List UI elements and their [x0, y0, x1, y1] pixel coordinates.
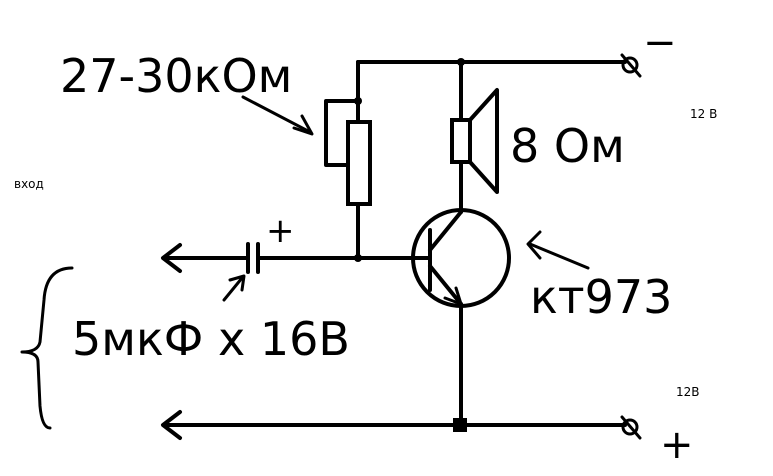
capacitor-pointer-line	[222, 276, 244, 302]
transistor-pointer-line	[528, 242, 590, 270]
plus-sign: +	[660, 422, 694, 468]
base-junction-node	[354, 254, 362, 262]
supply-top-label: 12 В	[690, 107, 717, 121]
bottom-input-arrow	[161, 410, 182, 440]
minus-sign: −	[643, 20, 677, 66]
top-input-arrow	[161, 243, 182, 273]
speaker-cone	[468, 88, 499, 194]
speaker-coil	[450, 118, 472, 164]
transistor-label: кт973	[530, 270, 672, 324]
transistor-collector-lead	[428, 210, 463, 252]
input-label: вход	[14, 177, 44, 191]
input-brace	[20, 266, 74, 430]
speaker-value-label: 8 Ом	[510, 119, 625, 173]
plus-terminal-slash	[620, 415, 642, 440]
supply-bottom-label: 12В	[676, 385, 700, 399]
capacitor-pointer-head	[228, 274, 246, 292]
resistor-value-label: 27-30кОм	[60, 49, 292, 103]
transistor-pointer-head	[526, 230, 542, 260]
capacitor-value-label: 5мкФ х 16В	[72, 312, 350, 366]
minus-terminal-slash	[620, 53, 642, 78]
resistor-pointer-head	[292, 114, 314, 136]
resistor-body	[346, 120, 372, 206]
minus-terminal	[621, 56, 639, 74]
plus-terminal	[621, 418, 639, 436]
resistor-pointer-line	[241, 95, 312, 134]
top-junction-node	[457, 58, 465, 66]
capacitor-plus-sign: +	[266, 211, 295, 251]
potentiometer-wiper	[324, 99, 360, 167]
transistor-emitter-lead	[428, 264, 463, 306]
